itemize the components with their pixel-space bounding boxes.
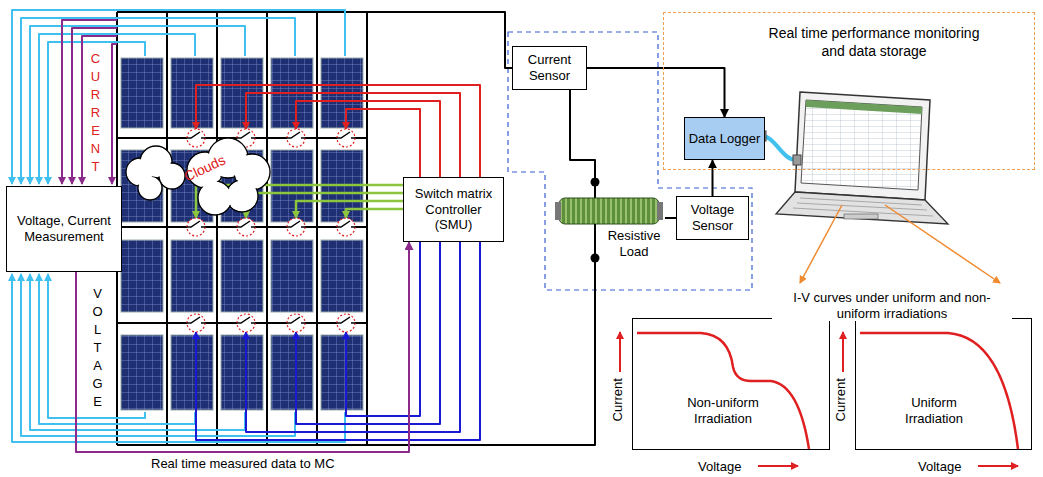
iv-chart: Non-uniform Irradiation — [632, 318, 830, 450]
axis-label: Current — [833, 378, 849, 421]
node-text: Current Sensor — [516, 52, 583, 83]
node-text: Switch matrix Controller (SMU) — [407, 186, 500, 233]
axis-label: Voltage — [698, 459, 741, 475]
edge-label: Real time measured data to MC — [151, 456, 335, 472]
switch-symbol — [187, 221, 205, 227]
node-text: Uniform Irradiation — [884, 395, 984, 426]
node-text: Real time performance monitoring and dat… — [759, 25, 989, 60]
vertical-label: CURRENT — [89, 50, 102, 176]
cloud-illustration — [227, 181, 256, 210]
switch-symbol — [287, 129, 305, 147]
switch-symbol — [287, 317, 305, 323]
node-text: Voltage, Current Measurement — [10, 213, 118, 244]
array-wire — [166, 12, 168, 445]
control-line — [346, 209, 403, 218]
measurement-box: Voltage, Current Measurement — [6, 186, 122, 272]
switch-symbol — [237, 132, 255, 138]
leader-arrow — [885, 205, 1000, 283]
current-line — [62, 20, 117, 184]
current-line — [72, 28, 117, 184]
cloud-illustration — [126, 138, 270, 215]
switch-symbol — [187, 317, 205, 323]
chart-caption: I-V curves under uniform and non-uniform… — [772, 290, 1012, 321]
voltage-line — [12, 10, 345, 184]
solar-panel — [121, 335, 163, 410]
current-line — [112, 44, 117, 184]
control-line — [246, 193, 403, 218]
node-text: Resistive Load — [603, 228, 665, 259]
array-wire — [216, 12, 218, 445]
monitoring-region: Real time performance monitoring and dat… — [663, 12, 1035, 170]
node-text: Non-uniform Irradiation — [673, 395, 773, 426]
vertical-label: VOLTAGE — [91, 285, 104, 411]
connector — [665, 217, 676, 219]
switch-symbol — [337, 218, 355, 236]
switch-symbol — [187, 314, 205, 332]
switch-symbol — [337, 314, 355, 332]
cloud-illustration — [160, 164, 183, 187]
logger-box: Data Logger — [684, 117, 765, 160]
switch-symbol — [187, 132, 205, 138]
switch-symbol — [337, 129, 355, 147]
switch-symbol — [287, 314, 305, 332]
resistor-symbol: Resistive Load — [555, 178, 665, 266]
control-line — [296, 242, 440, 424]
array-wire — [316, 12, 318, 445]
control-line — [196, 242, 480, 440]
sensor-box: Current Sensor — [512, 46, 587, 90]
array-wire — [366, 12, 368, 445]
voltage-line — [39, 274, 195, 424]
solar-panel — [321, 335, 363, 410]
node-text: Data Logger — [689, 131, 761, 147]
solar-panel — [271, 240, 313, 312]
cloud-illustration — [139, 177, 160, 198]
connector — [712, 160, 714, 196]
solar-panel — [221, 335, 263, 410]
voltage-line — [48, 274, 145, 418]
leader-arrow — [800, 205, 842, 283]
control-line — [246, 93, 460, 177]
solar-panel — [171, 335, 213, 410]
sensor-region — [508, 32, 752, 290]
solar-panel — [271, 335, 313, 410]
cloud-illustration — [199, 182, 230, 213]
axis-label: Current — [610, 378, 626, 421]
connector — [76, 242, 409, 452]
switch-symbol — [187, 129, 205, 147]
connector — [570, 90, 595, 178]
solar-panel — [171, 58, 213, 128]
switch-symbol — [237, 218, 255, 236]
controller-box: Switch matrix Controller (SMU) — [403, 177, 504, 242]
switch-symbol — [237, 221, 255, 227]
array-wire — [266, 12, 268, 445]
sensor-box: Voltage Sensor — [676, 196, 749, 240]
switch-symbol — [237, 314, 255, 332]
voltage-line — [30, 274, 245, 430]
solar-panel — [221, 240, 263, 312]
laptop-illustration — [776, 92, 948, 224]
solar-panel — [171, 240, 213, 312]
solar-panel — [321, 240, 363, 312]
control-line — [346, 109, 420, 177]
voltage-line — [21, 274, 295, 436]
switch-symbol — [337, 317, 355, 323]
current-line — [82, 36, 117, 184]
axis-label: Voltage — [918, 459, 961, 475]
connector — [587, 68, 725, 117]
control-line — [296, 201, 403, 218]
switch-symbol — [187, 218, 205, 236]
switch-symbol — [287, 218, 305, 236]
iv-chart: Uniform Irradiation — [855, 318, 1032, 450]
solar-panel — [121, 240, 163, 312]
switch-symbol — [337, 132, 355, 138]
switch-symbol — [287, 132, 305, 138]
switch-symbol — [337, 221, 355, 227]
node-text: Voltage Sensor — [680, 202, 745, 233]
control-line — [296, 101, 440, 177]
switch-symbol — [237, 317, 255, 323]
solar-panel — [121, 58, 163, 128]
switch-symbol — [287, 221, 305, 227]
control-line — [246, 242, 460, 432]
